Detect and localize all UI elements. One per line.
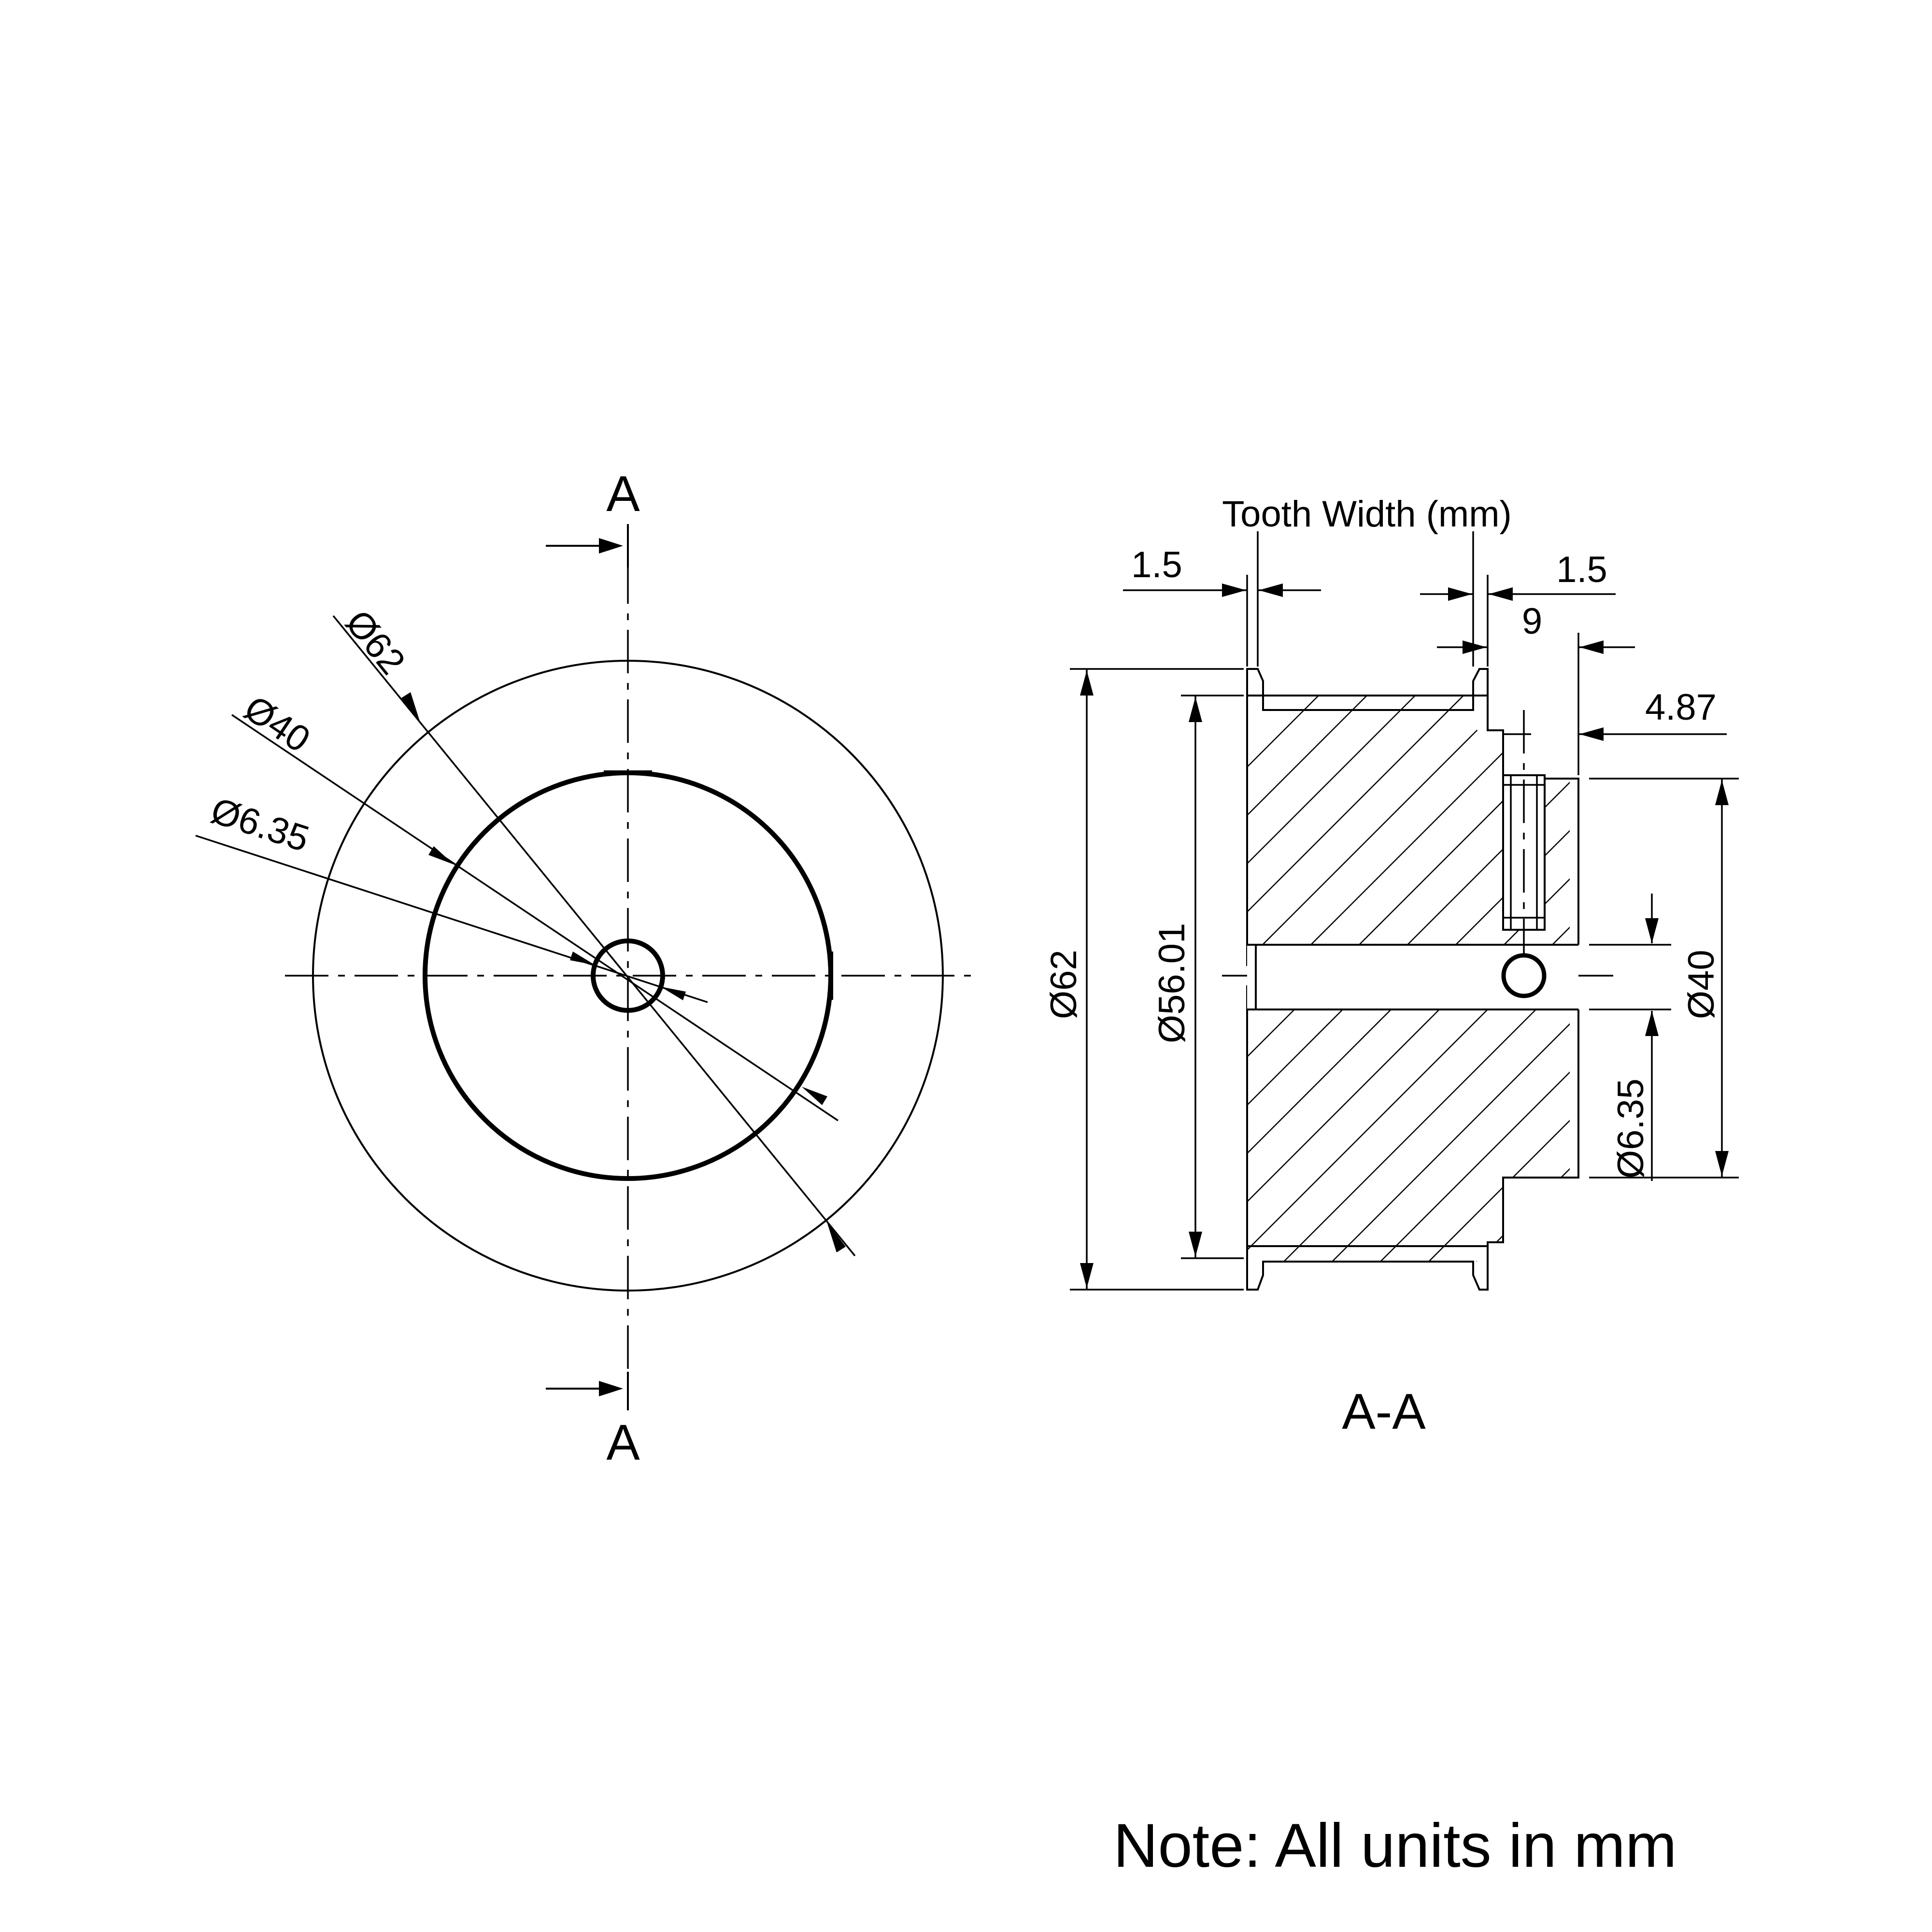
dim-leader-outer-diameter (332, 615, 856, 1257)
set-screw-ball (1501, 953, 1547, 998)
dim-leader-hub-diameter (231, 714, 838, 1122)
dim-right-flange (1420, 587, 1616, 601)
hatch-lower (1247, 1009, 1570, 1262)
tooth-width-label: Tooth Width (mm) (1222, 494, 1512, 535)
section-dim-flange-diameter: Ø62 (1043, 950, 1084, 1019)
front-view: A A Ø62 Ø40 Ø6.35 (195, 466, 971, 1471)
section-outline-lower (1246, 985, 1579, 1291)
section-dim-setscrew-offset: 4.87 (1645, 687, 1717, 728)
section-arrow-bottom (546, 1381, 623, 1396)
section-label-top: A (606, 466, 640, 522)
outer-flange-circle (312, 660, 944, 1292)
section-dim-hub-diameter: Ø40 (1681, 950, 1722, 1019)
dim-hub-length (1437, 640, 1635, 654)
section-dim-hub-length: 9 (1522, 601, 1542, 642)
section-dim-left-flange: 1.5 (1131, 544, 1182, 585)
dim-leader-bore-diameter (195, 835, 708, 1003)
dim-bore-diameter (1589, 894, 1671, 1181)
section-view: Ø62 Ø56.01 Ø40 Ø6.35 (1043, 494, 1739, 1440)
dim-pitch-diameter (1181, 695, 1244, 1259)
dim-hub-diameter (1589, 778, 1739, 1179)
set-screw (1501, 710, 1547, 998)
section-dim-bore-diameter: Ø6.35 (1610, 1079, 1651, 1179)
hatch-upper (1247, 696, 1570, 945)
section-dim-right-flange: 1.5 (1556, 549, 1607, 590)
units-note: Note: All units in mm (1113, 1811, 1677, 1880)
dim-setscrew-offset (1502, 727, 1727, 775)
section-view-title: A-A (1342, 1384, 1426, 1440)
bore-circle (591, 938, 665, 1013)
section-dim-pitch-diameter: Ø56.01 (1151, 923, 1193, 1043)
front-dim-bore-diameter: Ø6.35 (206, 790, 314, 860)
dim-flange-diameter (1070, 668, 1244, 1291)
section-arrow-top (546, 538, 623, 554)
front-dim-hub-diameter: Ø40 (237, 688, 317, 761)
section-label-bottom: A (606, 1415, 640, 1471)
dim-left-flange (1123, 583, 1321, 597)
front-dim-outer-diameter: Ø62 (338, 602, 413, 682)
